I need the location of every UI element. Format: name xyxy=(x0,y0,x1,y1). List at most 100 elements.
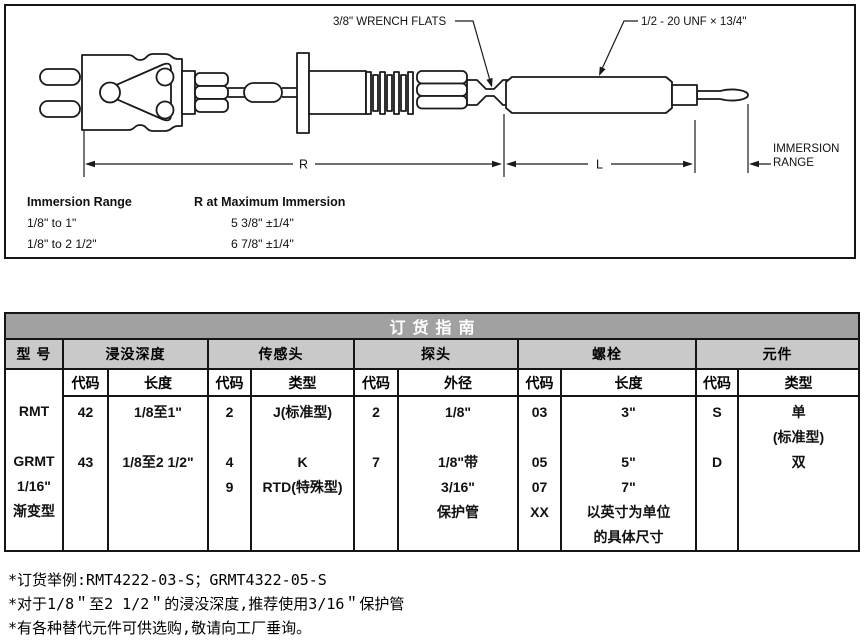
cell-line: K xyxy=(297,454,308,470)
cell-line: *对于1/8＂至2 1/2＂的浸没深度,推荐使用3/16＂保护管 xyxy=(8,595,405,613)
cell-line: 1/8"带 xyxy=(437,454,479,470)
cell-line xyxy=(253,500,352,525)
probe-outline xyxy=(39,52,749,134)
cell-line: 4 xyxy=(225,454,234,470)
cell-line xyxy=(356,500,396,525)
hex-fitting-bar xyxy=(416,70,468,85)
cell-line xyxy=(356,475,396,500)
wrench-flats-label: 3/8" WRENCH FLATS xyxy=(333,16,446,28)
cell-line xyxy=(400,425,516,450)
cell-line: *有各种替代元件可供选购,敬请向工厂垂询。 xyxy=(8,619,312,637)
connector-jack xyxy=(181,70,196,115)
wrench-flats-neck xyxy=(466,79,511,106)
rod-link xyxy=(282,87,297,98)
arrowhead xyxy=(492,160,502,168)
sub-header-bolt-code: 代码 xyxy=(517,368,562,397)
immersion-row-range: 1/8" to 2 1/2" xyxy=(27,237,97,251)
cell-line xyxy=(356,525,396,549)
cell-line: 5" xyxy=(621,454,636,470)
body-cell-element-type: 单(标准型)双 xyxy=(736,395,861,552)
immersion-row-range: 1/8" to 1" xyxy=(27,216,76,230)
r-max-immersion-header: R at Maximum Immersion xyxy=(194,195,345,209)
cell-line: 7 xyxy=(372,454,380,470)
cell-line xyxy=(65,525,106,549)
cell-line: 42 xyxy=(77,404,94,420)
cell-line: 双 xyxy=(791,454,806,470)
cell-line xyxy=(65,425,106,450)
cell-line xyxy=(740,475,857,500)
cell-line: XX xyxy=(530,504,549,520)
sub-header-element-type: 类型 xyxy=(736,368,861,397)
rib xyxy=(393,71,400,115)
table-title: 订货指南 xyxy=(3,312,861,340)
cell-line: RTD(特殊型) xyxy=(262,479,343,495)
cell-line: 的具体尺寸 xyxy=(593,529,664,545)
cell-line xyxy=(520,525,559,549)
cell-line xyxy=(210,500,249,525)
cell-line xyxy=(110,475,206,500)
group-header-immersion: 浸没深度 xyxy=(62,338,209,370)
cell-line: 03 xyxy=(531,404,548,420)
rib xyxy=(372,74,379,112)
sub-header-probe-code: 代码 xyxy=(353,368,399,397)
cell-line: 保护管 xyxy=(437,504,479,520)
cell-line: RMT xyxy=(18,403,50,419)
group-header-sensor: 传感头 xyxy=(207,338,355,370)
cell-line xyxy=(7,524,61,549)
hex-nut-bar xyxy=(194,72,229,87)
cell-line xyxy=(356,425,396,450)
cell-line xyxy=(698,475,736,500)
diagram-labels: 3/8" WRENCH FLATS 1/2 - 20 UNF × 13/4" R… xyxy=(27,16,839,251)
cell-line: 1/16" xyxy=(17,478,51,494)
cell-line xyxy=(520,425,559,450)
flange xyxy=(296,52,310,134)
cell-line xyxy=(698,425,736,450)
cell-line xyxy=(253,425,352,450)
cell-line: 1/8" xyxy=(444,404,472,420)
cell-line: S xyxy=(712,404,722,420)
arrowhead xyxy=(486,77,493,88)
probe-tip xyxy=(696,88,749,102)
cell-line: 05 xyxy=(531,454,548,470)
plug-blade-top xyxy=(39,68,81,86)
dim-r-label: R xyxy=(299,158,308,172)
cell-line xyxy=(210,525,249,549)
probe-diagram: 3/8" WRENCH FLATS 1/2 - 20 UNF × 13/4" R… xyxy=(27,16,839,251)
cell-line xyxy=(698,525,736,549)
cell-line xyxy=(110,500,206,525)
wire xyxy=(228,87,246,98)
sub-header-immersion-code: 代码 xyxy=(62,368,109,397)
immersion-row-r-value: 5 3/8" ±1/4" xyxy=(231,216,294,230)
cell-line: 3/16" xyxy=(441,479,475,495)
col-header-model: 型 号 xyxy=(4,338,64,370)
dimension-lines xyxy=(83,20,771,177)
cell-line: *订货举例:RMT4222-03-S；GRMT4322-05-S xyxy=(8,571,327,589)
cell-line xyxy=(400,525,516,549)
hex-nut-bar xyxy=(194,85,229,100)
cell-line: 9 xyxy=(225,479,234,495)
rib xyxy=(407,71,414,115)
footnotes: *订货举例:RMT4222-03-S；GRMT4322-05-S *对于1/8＂至… xyxy=(8,568,404,640)
cell-line xyxy=(563,425,694,450)
cell-line xyxy=(65,475,106,500)
connector-pin-large xyxy=(99,81,121,104)
immersion-row-r-value: 6 7/8" ±1/4" xyxy=(231,237,294,251)
cell-line: 3" xyxy=(621,404,636,420)
hex-nut-bar xyxy=(194,98,229,113)
cell-line: GRMT xyxy=(13,453,55,469)
rib xyxy=(400,74,407,112)
arrowhead xyxy=(749,160,759,168)
body-cell-bolt-length: 3"5"7"以英寸为单位的具体尺寸 xyxy=(560,395,697,552)
cell-line xyxy=(110,425,206,450)
probe-diagram-box: 3/8" WRENCH FLATS 1/2 - 20 UNF × 13/4" R… xyxy=(4,4,856,259)
cell-line: 1/8至2 1/2" xyxy=(122,454,194,470)
tip-collar xyxy=(671,84,698,106)
immersion-range-header: Immersion Range xyxy=(27,195,132,209)
model-spacer-cell xyxy=(4,368,64,396)
